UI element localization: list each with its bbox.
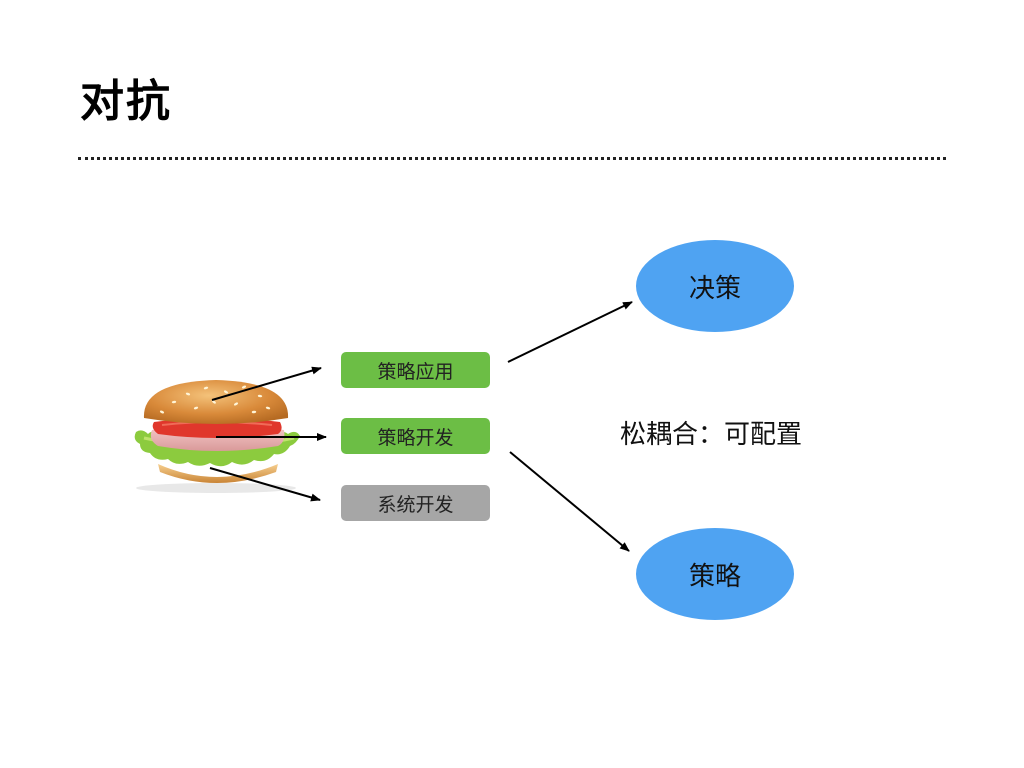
arrow-burger-to-strategy-application (211, 366, 322, 401)
ellipse-decision: 决策 (636, 240, 794, 332)
arrow-burger-to-system-development (209, 467, 321, 502)
hamburger-image (118, 372, 314, 494)
title-divider (78, 157, 946, 160)
box-system-development-label: 系统开发 (377, 493, 454, 516)
arrow-application-to-decision (507, 301, 633, 363)
ellipse-strategy-label: 策略 (688, 561, 741, 592)
box-strategy-application-label: 策略应用 (377, 360, 454, 383)
box-strategy-application: 策略应用 (341, 352, 490, 388)
box-strategy-development: 策略开发 (341, 418, 490, 454)
loose-coupling-note: 松耦合：可配置 (620, 420, 803, 450)
box-strategy-development-label: 策略开发 (377, 426, 454, 449)
ellipse-strategy: 策略 (636, 528, 794, 620)
ellipse-decision-label: 决策 (688, 273, 741, 304)
box-system-development: 系统开发 (341, 485, 490, 521)
slide-title: 对抗 (80, 76, 172, 127)
arrow-development-to-strategy (509, 451, 630, 552)
